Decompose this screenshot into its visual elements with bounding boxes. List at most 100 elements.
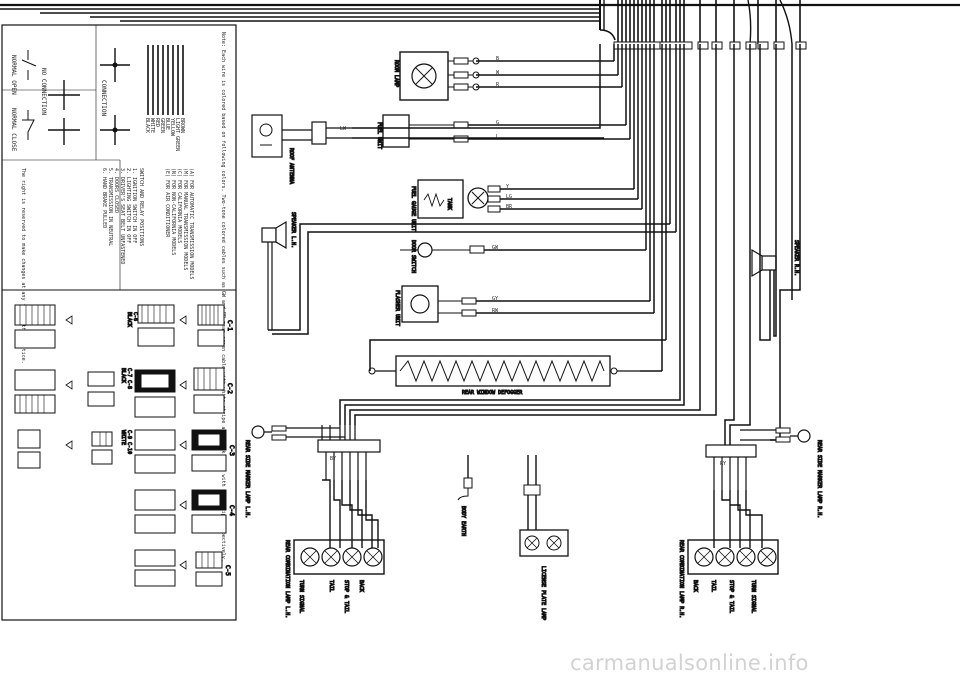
- connector-c2: C-2: [193, 367, 234, 414]
- wire-tag: RY: [720, 461, 726, 467]
- rear-side-marker-left: REAR SIDE MARKER LAMP L.H.: [244, 425, 345, 519]
- color-code-lg: LIGHT GREEN: [174, 118, 180, 151]
- connector-c1-label: C-1: [226, 320, 233, 331]
- connector-misc-middle: [134, 489, 176, 587]
- connector-c3: C-3: [191, 429, 236, 472]
- rear-side-marker-right: REAR SIDE MARKER LAMP R.H.: [740, 427, 823, 519]
- legend-panel: NORMAL OPEN NORMAL CLOSE NO CONNECTION C…: [1, 24, 237, 621]
- body-earth-label: BODY EARTH: [460, 506, 466, 536]
- wire-tag: L: [496, 134, 499, 140]
- license-lamp-label: LICENSE PLATE LAMP: [540, 566, 546, 620]
- speaker-left: SPEAKER L.H.: [261, 212, 297, 330]
- body-earth: BODY EARTH: [457, 455, 473, 537]
- switch-position-title: SWITCH AND RELAY POSITIONS: [138, 168, 144, 246]
- door-switch-label: DOOR SWITCH: [410, 240, 416, 273]
- connector-c7-label: C-7 C-8: [126, 368, 132, 389]
- wire-tag: W: [496, 70, 500, 76]
- no-connection-label: NO CONNECTION: [40, 68, 47, 115]
- side-marker-left-label: REAR SIDE MARKER LAMP L.H.: [244, 440, 250, 518]
- wire-tag: B: [496, 56, 499, 62]
- connection-symbols: NO CONNECTION CONNECTION: [40, 48, 130, 145]
- color-code-b: BLACK: [144, 118, 150, 133]
- rear-combo-left-tail: TAIL: [328, 580, 334, 592]
- fuel-unit-label: FUEL UNIT: [376, 122, 382, 149]
- model-code-m: (M) FOR MANUAL TRANSMISSION MODELS: [182, 168, 188, 270]
- connector-c5: C-5: [195, 551, 232, 587]
- fuel-tank-label: TANK: [446, 198, 452, 210]
- connector-c6-label: C-6: [132, 312, 138, 321]
- rear-combo-right-label: REAR COMBINATION LAMP R.H.: [678, 540, 684, 618]
- rear-combo-right-tail: TAIL: [710, 580, 716, 592]
- main-connector-row: [613, 41, 807, 50]
- color-code-br: BROWN: [179, 118, 185, 133]
- license-plate-lamp: LICENSE PLATE LAMP: [519, 455, 569, 621]
- rear-combo-left-turn: TURN SIGNAL: [298, 580, 304, 613]
- watermark: carmanualsonline.info: [570, 651, 809, 675]
- switch-position-4: 4. DOORS CLOSED: [113, 168, 119, 213]
- color-code-list: BLACK WHITE RED GREEN BLUE YELLOW LIGHT …: [144, 45, 185, 151]
- rear-combination-lamp-left: REAR COMBINATION LAMP L.H. TURN SIGNAL B…: [284, 479, 385, 619]
- fuel-unit: FUEL UNIT: [376, 114, 469, 150]
- room-lamp: ROOM LAMP: [393, 51, 480, 101]
- legend-note: Note: Each wire is colored based on foll…: [220, 32, 226, 562]
- switch-position-2: 2. LIGHTING SWITCH IN OFF: [125, 168, 131, 243]
- connector-left-column: [14, 304, 56, 469]
- color-code-g: GREEN: [159, 118, 165, 133]
- flasher-unit-label: FLASHER UNIT: [394, 290, 400, 326]
- wire-tag: LG: [506, 194, 512, 200]
- switch-symbols: NORMAL OPEN NORMAL CLOSE: [10, 50, 37, 152]
- switch-position-5: 5. TRANSMISSION IN NEUTRAL: [107, 168, 113, 246]
- rear-window-defogger: REAR WINDOW DEFOGGER: [368, 355, 640, 397]
- connector-c2-label: C-2: [226, 383, 233, 394]
- connector-arrows: [65, 315, 187, 570]
- rear-combo-right-stop: STOP & TAIL: [728, 580, 734, 613]
- color-code-l: BLUE: [164, 118, 170, 130]
- wire-tag: G: [496, 120, 499, 126]
- wire-tag: LW: [340, 126, 347, 132]
- rear-combo-left-back: BACK: [358, 580, 364, 592]
- connector-c7-c8: C-7 C-8 BLACK: [87, 368, 176, 418]
- room-lamp-label: ROOM LAMP: [393, 60, 399, 87]
- rear-combo-right-turn: TURN SIGNAL: [750, 580, 756, 613]
- wire-color-tags: B W R G L Y LG BR GW GY RW LW BY RY: [330, 56, 726, 467]
- wire-tag: R: [496, 82, 500, 88]
- connector-c4-label: C-4: [228, 505, 235, 516]
- color-code-y: YELLOW: [169, 118, 175, 137]
- rear-connector-right: [705, 444, 757, 490]
- connector-c3-label: C-3: [228, 445, 235, 456]
- fuel-gauge-unit: FUEL GAUGE UNIT TANK: [410, 179, 501, 232]
- normal-open-label: NORMAL OPEN: [10, 55, 17, 95]
- wire-tag: BR: [506, 204, 513, 210]
- connector-pinout-panel: C-1 C-2 C-3 C-4 C-5 C-6 BLACK: [14, 304, 236, 587]
- wire-tag: Y: [506, 184, 509, 190]
- color-code-w: WHITE: [149, 118, 155, 133]
- switch-position-6: 6. HAND BRAKE PULLED: [101, 168, 107, 228]
- model-code-n: (N) FOR NON-CALIFORNIA MODELS: [170, 168, 176, 255]
- model-code-list: (A) FOR AUTOMATIC TRANSMISSION MODELS (M…: [164, 168, 194, 279]
- connection-label: CONNECTION: [100, 80, 107, 117]
- connector-c7-color: BLACK: [120, 368, 126, 383]
- main-harness-bundle: [0, 0, 960, 45]
- switch-position-1: 1. IGNITION SWITCH IN OFF: [131, 168, 137, 243]
- connector-c1: C-1: [197, 304, 234, 347]
- fuel-gauge-label: FUEL GAUGE UNIT: [410, 186, 416, 231]
- switch-position-3: 3. DRIVER'S SEAT BELT UNFASTENED: [119, 168, 125, 264]
- harness-wiring: [268, 44, 801, 445]
- wire-tag: BY: [330, 456, 336, 462]
- speaker-left-label: SPEAKER L.H.: [290, 212, 296, 248]
- model-code-c: (C) FOR CALIFORNIA MODELS: [176, 168, 182, 243]
- switch-position-list: SWITCH AND RELAY POSITIONS 1. IGNITION S…: [101, 168, 144, 264]
- color-code-r: RED: [154, 118, 160, 127]
- connector-c6: C-6 BLACK: [126, 304, 175, 347]
- connector-c5-label: C-5: [224, 565, 231, 576]
- normal-close-label: NORMAL CLOSE: [10, 108, 17, 152]
- rear-connector-left: [317, 425, 381, 480]
- rear-combo-left-stop: STOP & TAIL: [343, 580, 349, 613]
- rear-combination-lamp-right: REAR COMBINATION LAMP R.H. TURN SIGNAL S…: [678, 490, 779, 619]
- wire-tag: GY: [492, 296, 498, 302]
- legend-footer-note: The right is reserved to make changes at…: [20, 168, 26, 364]
- model-code-e: (E) FOR AIR CONDITIONER: [164, 168, 170, 238]
- connector-c9-color: WHITE: [120, 430, 126, 445]
- speaker-right-label: SPEAKER R.H.: [793, 240, 799, 276]
